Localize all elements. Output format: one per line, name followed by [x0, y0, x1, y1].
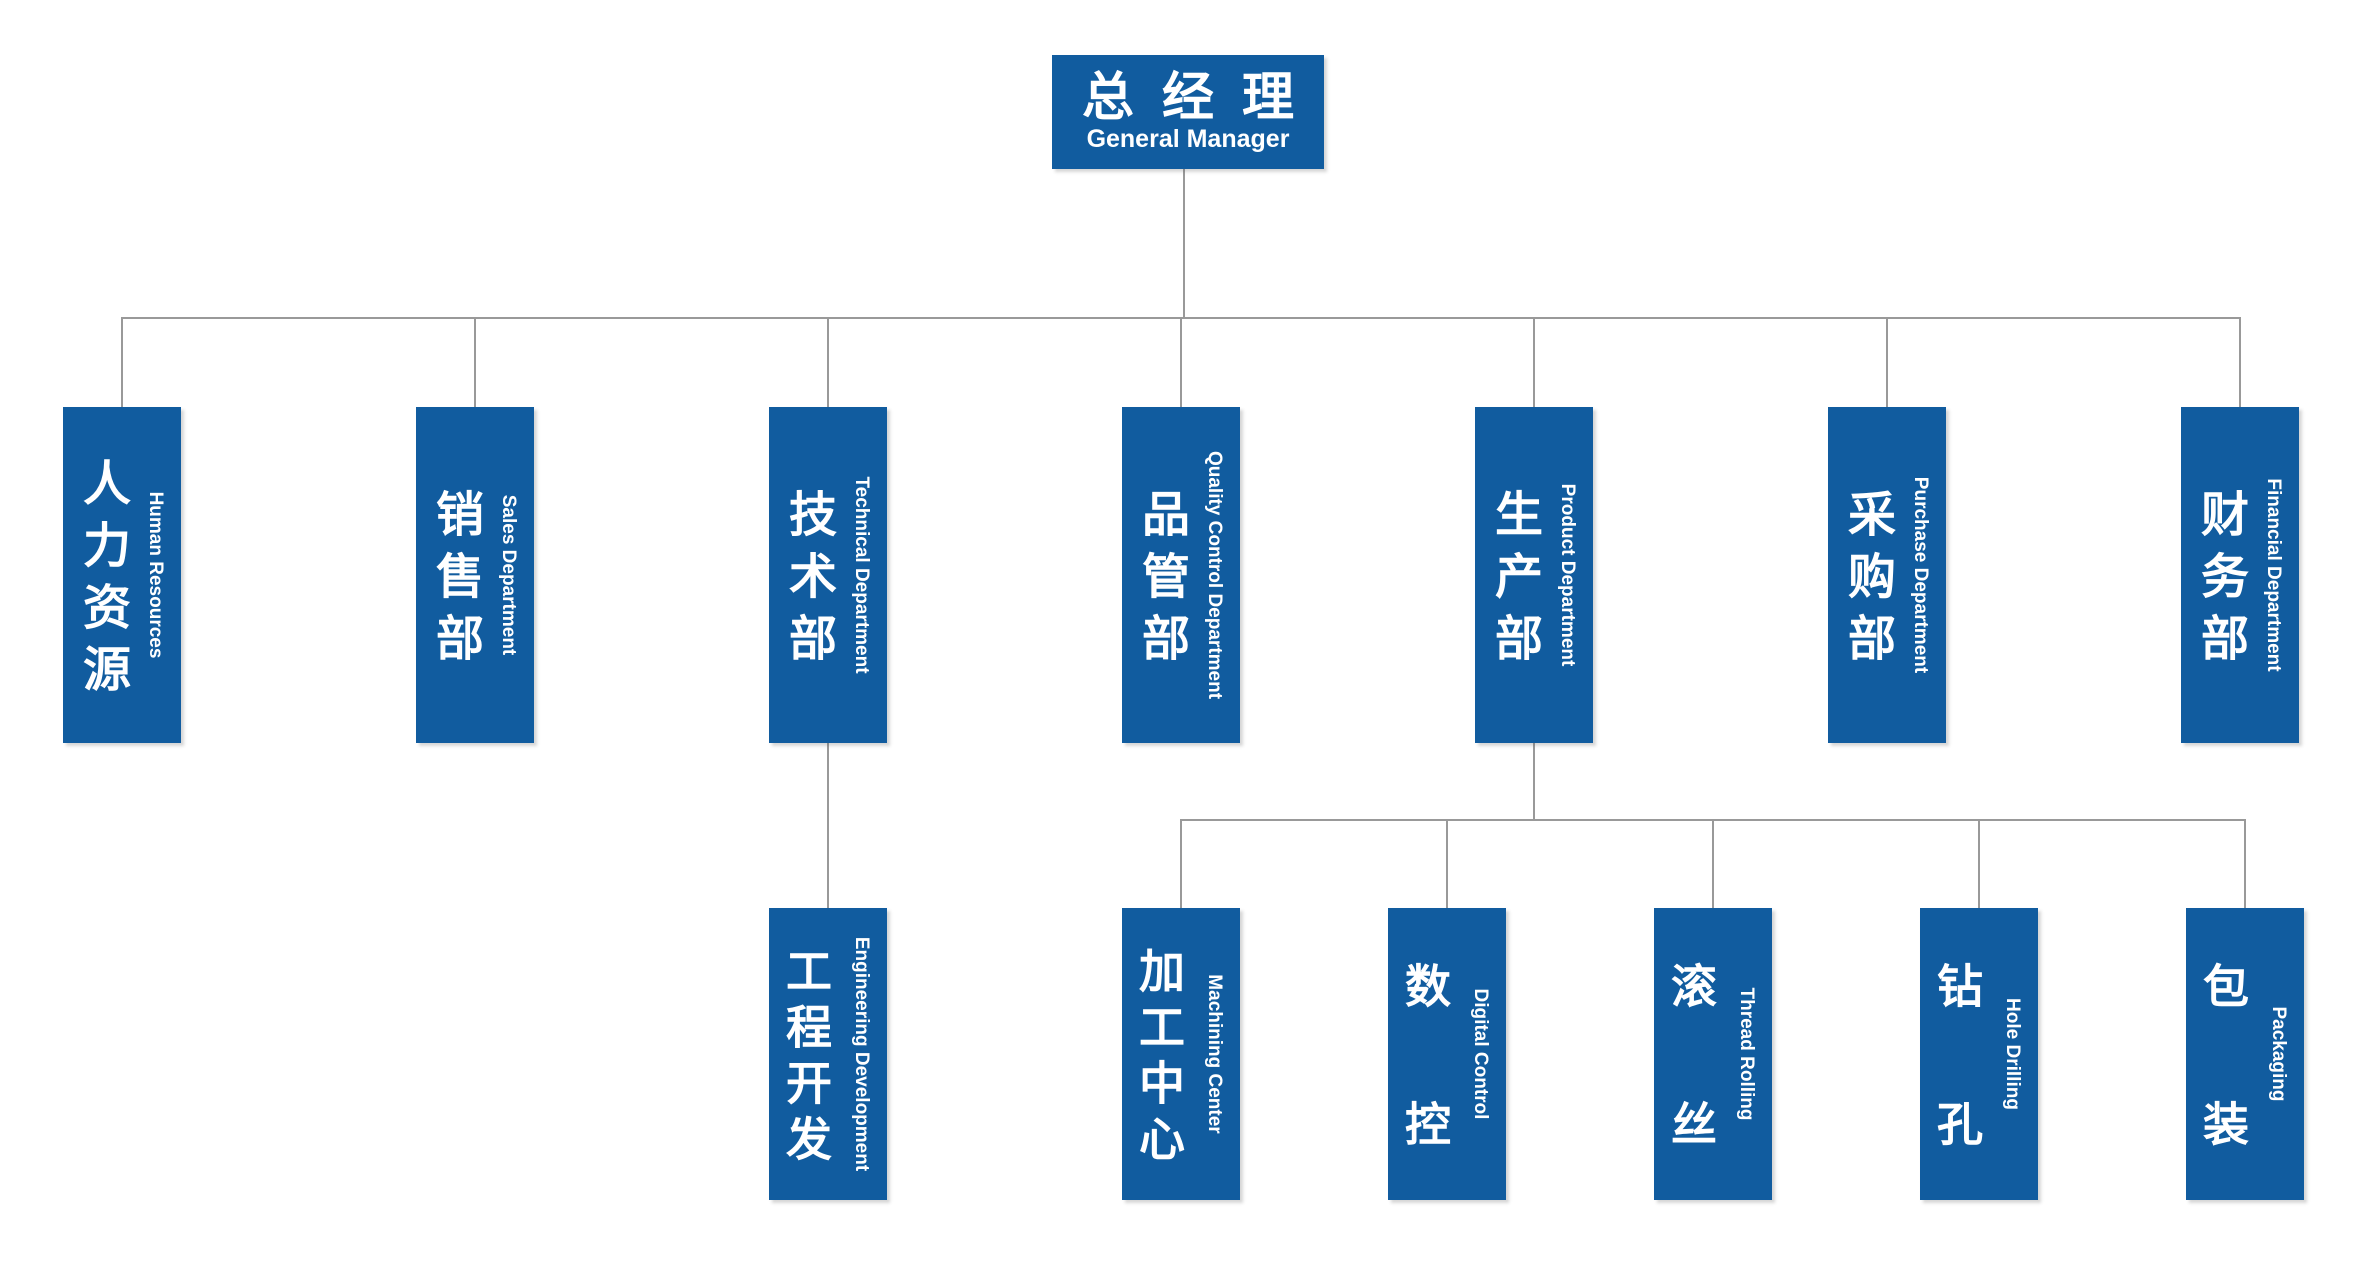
node-label-cn: 品管部	[1134, 489, 1187, 675]
node-label-en: Digital Control	[1470, 988, 1491, 1120]
node-label-en: Machining Center	[1204, 974, 1225, 1134]
node-hole-drilling: 钻孔 Hole Drilling	[1920, 908, 2038, 1238]
node-label-en: Purchase Department	[1910, 476, 1931, 674]
node-label-en: Financial Department	[2263, 478, 2284, 672]
node-label-cn: 总经理	[1081, 68, 1322, 127]
node-label-cn: 数控	[1399, 962, 1451, 1238]
connector-stub-sales	[474, 317, 476, 407]
node-quality-control-department: 品管部 Quality Control Department	[1122, 407, 1240, 743]
node-thread-rolling: 滚丝 Thread Rolling	[1654, 908, 1772, 1238]
connector-stub-quality-control	[1180, 317, 1182, 407]
node-label-en: Sales Department	[498, 494, 519, 656]
node-label-en: Technical Department	[851, 476, 872, 674]
node-label-cn: 工程开发	[780, 947, 832, 1171]
connector-stub-purchase	[1886, 317, 1888, 407]
node-general-manager: 总经理 General Manager	[1052, 55, 1324, 169]
node-label-cn: 采购部	[1840, 489, 1893, 675]
node-purchase-department: 采购部 Purchase Department	[1828, 407, 1946, 743]
connector-stub-digital-control	[1446, 819, 1448, 908]
node-digital-control: 数控 Digital Control	[1388, 908, 1506, 1238]
node-label-cn: 包装	[2197, 962, 2249, 1238]
connector-stub-financial	[2239, 317, 2241, 407]
node-label-cn: 生产部	[1487, 489, 1540, 675]
node-label-en: Thread Rolling	[1736, 987, 1757, 1121]
node-label-cn: 销售部	[428, 489, 481, 675]
node-label-cn: 财务部	[2193, 489, 2246, 675]
node-human-resources: 人力资源 Human Resources	[63, 407, 181, 743]
node-label-en: Hole Drilling	[2002, 998, 2023, 1110]
connector-root-drop	[1183, 169, 1185, 317]
connector-technical-to-engineering	[827, 743, 829, 908]
node-engineering-development: 工程开发 Engineering Development	[769, 908, 887, 1200]
connector-stub-technical	[827, 317, 829, 407]
node-technical-department: 技术部 Technical Department	[769, 407, 887, 743]
node-sales-department: 销售部 Sales Department	[416, 407, 534, 743]
connector-stub-hole-drilling	[1978, 819, 1980, 908]
node-label-en: General Manager	[1086, 124, 1290, 153]
connector-stub-human-resources	[121, 317, 123, 407]
node-label-cn: 技术部	[781, 489, 834, 675]
node-label-cn: 加工中心	[1133, 947, 1185, 1171]
connector-stub-thread-rolling	[1712, 819, 1714, 908]
connector-stub-packaging	[2244, 819, 2246, 908]
connector-stub-product	[1533, 317, 1535, 407]
node-product-department: 生产部 Product Department	[1475, 407, 1593, 743]
node-label-cn: 钻孔	[1931, 962, 1983, 1238]
node-label-en: Product Department	[1557, 483, 1578, 667]
node-machining-center: 加工中心 Machining Center	[1122, 908, 1240, 1200]
node-label-en: Packaging	[2268, 1006, 2289, 1102]
node-label-cn: 人力资源	[75, 458, 128, 706]
connector-stub-machining-center	[1180, 819, 1182, 908]
connector-product-drop	[1533, 743, 1535, 820]
node-packaging: 包装 Packaging	[2186, 908, 2304, 1238]
node-financial-department: 财务部 Financial Department	[2181, 407, 2299, 743]
node-label-en: Quality Control Department	[1204, 450, 1225, 700]
node-label-en: Engineering Development	[851, 936, 872, 1172]
node-label-en: Human Resources	[145, 491, 166, 659]
node-label-cn: 滚丝	[1665, 962, 1717, 1238]
